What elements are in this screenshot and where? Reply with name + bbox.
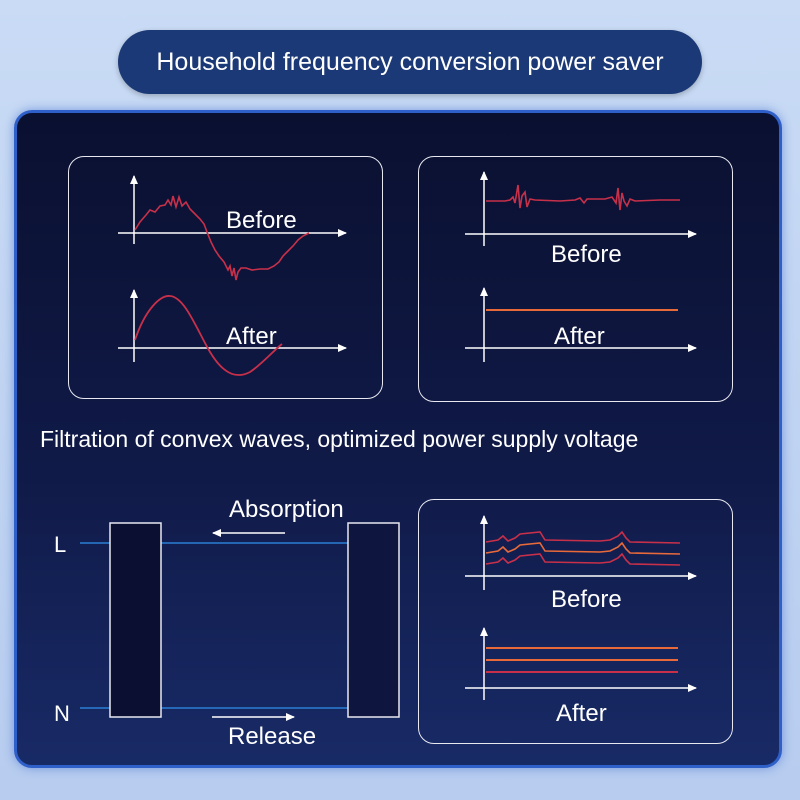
line-n-label: N bbox=[54, 701, 70, 726]
axes-bottom-right-before bbox=[465, 515, 697, 590]
top-left-before-label: Before bbox=[226, 207, 297, 234]
circuit-block-right bbox=[347, 522, 400, 718]
circuit-block-left bbox=[109, 522, 162, 718]
waveform-box-top-left bbox=[68, 156, 383, 399]
waves-bottom-right-after bbox=[486, 647, 678, 673]
wave-top-right-before bbox=[486, 184, 680, 211]
line-l-label: L bbox=[54, 532, 67, 557]
axes-bottom-right-after bbox=[465, 627, 697, 700]
release-label: Release bbox=[228, 723, 317, 750]
bottom-right-after-label: After bbox=[556, 700, 607, 727]
axes-top-right-after bbox=[465, 287, 697, 362]
top-right-after-label: After bbox=[554, 323, 605, 350]
axes-top-right-before bbox=[465, 171, 697, 246]
absorption-label: Absorption bbox=[229, 496, 344, 523]
page-title: Household frequency conversion power sav… bbox=[118, 30, 702, 94]
top-left-after-label: After bbox=[226, 323, 277, 350]
waveform-box-bottom-right bbox=[418, 499, 733, 744]
axes-top-left-after bbox=[118, 289, 347, 362]
caption-text: Filtration of convex waves, optimized po… bbox=[40, 426, 639, 452]
waveform-box-top-right bbox=[418, 156, 733, 402]
wave-top-left-before bbox=[134, 194, 310, 281]
top-right-before-label: Before bbox=[551, 241, 622, 268]
bottom-right-before-label: Before bbox=[551, 586, 622, 613]
wave-top-left-after bbox=[134, 295, 283, 376]
circuit-wires bbox=[80, 542, 348, 709]
waves-bottom-right-before bbox=[485, 530, 681, 566]
